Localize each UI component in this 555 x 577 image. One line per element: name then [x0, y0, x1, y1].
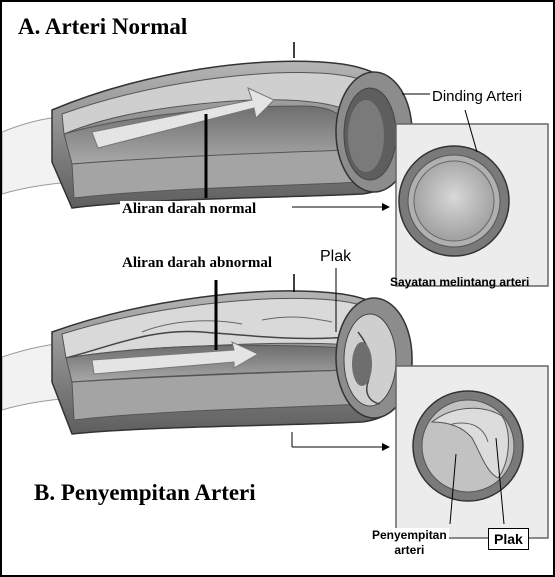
penyempitan-line2: arteri	[394, 543, 425, 557]
aliran-abnormal-label: Aliran darah abnormal	[120, 255, 275, 272]
normal-cross-section-box	[395, 109, 549, 287]
plak-top-label: Plak	[318, 248, 354, 266]
aliran-normal-label: Aliran darah normal	[120, 201, 259, 218]
section-a-title: A. Arteri Normal	[18, 14, 188, 39]
sayatan-label: Sayatan melintang arteri	[390, 275, 530, 289]
penyempitan-line1: Penyempitan	[372, 528, 447, 542]
penyempitan-label: Penyempitan arteri	[370, 528, 449, 558]
normal-artery	[2, 42, 430, 211]
dinding-arteri-label: Dinding Arteri	[432, 88, 523, 105]
narrowed-artery	[2, 268, 413, 451]
section-b-title: B. Penyempitan Arteri	[34, 480, 256, 505]
narrowed-cross-section-box	[395, 365, 549, 539]
plak-bottom-label: Plak	[488, 528, 529, 550]
